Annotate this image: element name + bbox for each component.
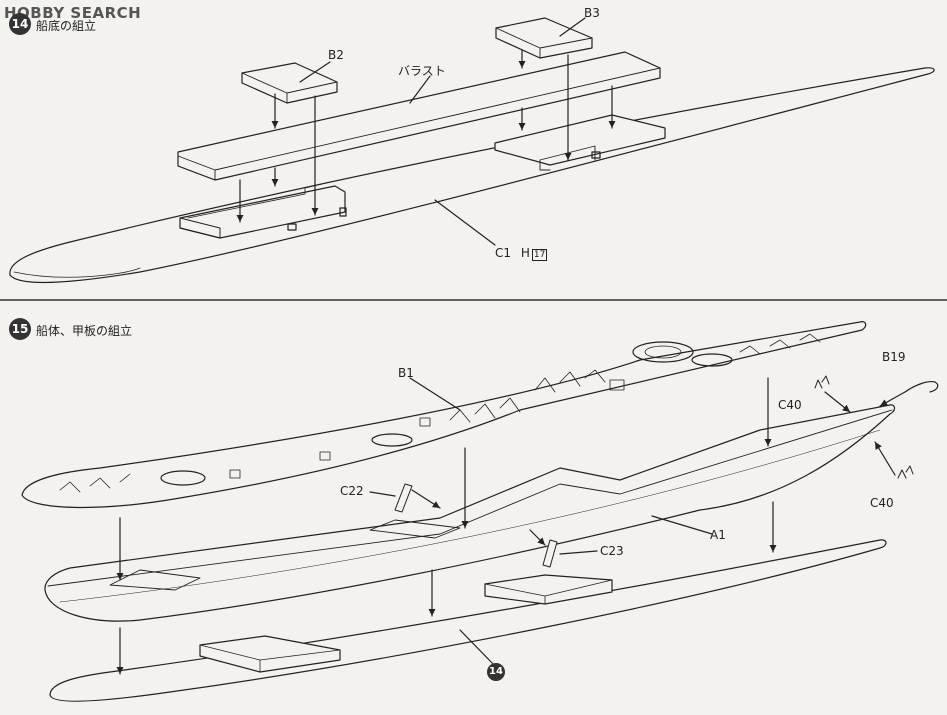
step-15-title: 船体、甲板の組立	[36, 324, 133, 338]
label-b3: B3	[584, 6, 600, 20]
step-15-number: 15	[9, 318, 31, 340]
part-c22	[394, 483, 413, 513]
step-14-number: 14	[9, 13, 31, 35]
watermark: HOBBY SEARCH	[4, 4, 142, 22]
part-b2	[241, 62, 338, 104]
label-ballast: バラスト	[398, 64, 446, 78]
ballast-box-lower-1	[199, 635, 341, 673]
ref-step-14-marker: 14	[487, 663, 505, 681]
turret-ring-rear	[632, 341, 694, 363]
label-b2: B2	[328, 48, 344, 62]
label-b19: B19	[882, 350, 906, 364]
label-c40-top: C40	[778, 398, 802, 412]
label-c22: C22	[340, 484, 364, 498]
c1-text: C1	[495, 246, 512, 260]
label-c40-bottom: C40	[870, 496, 894, 510]
hull-a1	[44, 404, 896, 622]
part-c40-top	[814, 375, 830, 389]
turret-ring-front	[371, 433, 413, 447]
label-a1: A1	[710, 528, 726, 542]
deck-details	[59, 333, 821, 493]
turret-ring-mid	[691, 353, 733, 367]
part-b3	[495, 17, 593, 59]
label-c23: C23	[600, 544, 624, 558]
ballast-box-lower-2	[484, 574, 613, 605]
part-c23	[542, 539, 558, 568]
label-b1: B1	[398, 366, 414, 380]
step-14-title: 船底の組立	[36, 19, 97, 33]
h17-prefix: H	[520, 246, 530, 260]
part-c40-bottom	[897, 465, 914, 479]
ballast-tray-right	[494, 114, 666, 166]
h17-box: 17	[531, 249, 548, 261]
deck-b1	[21, 321, 867, 509]
part-b19	[904, 380, 939, 393]
